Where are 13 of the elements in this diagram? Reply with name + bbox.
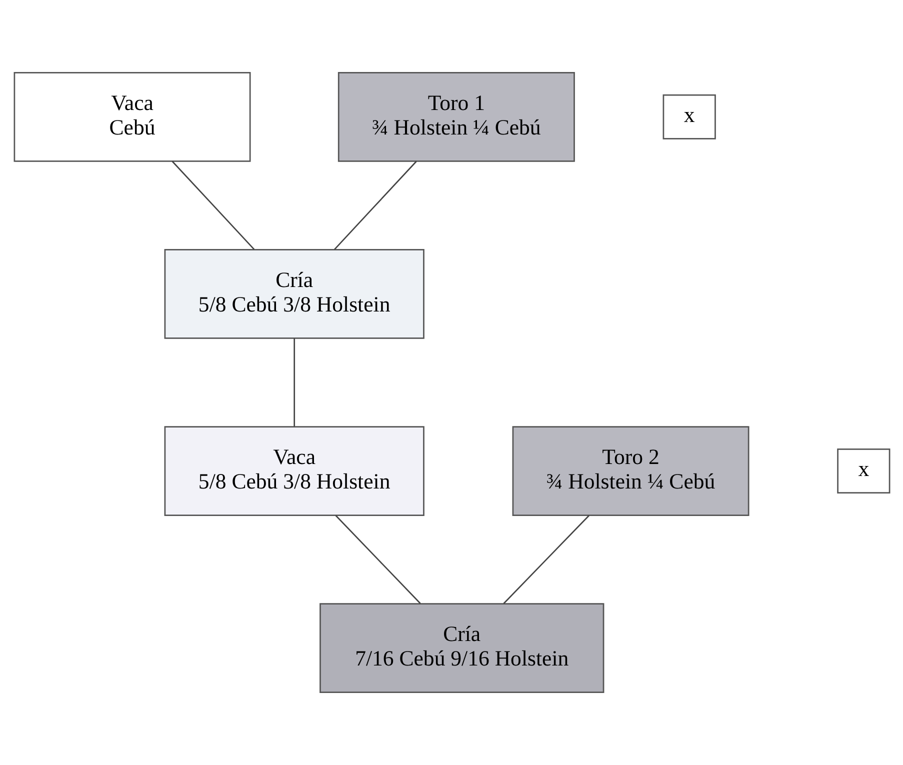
node-box: Cría 5/8 Cebú 3/8 Holstein: [164, 249, 424, 339]
node-box: Cría 7/16 Cebú 9/16 Holstein: [319, 603, 604, 694]
connector: [334, 160, 416, 250]
connector: [293, 338, 295, 426]
node-box: Toro 2 ¾ Holstein ¼ Cebú: [512, 426, 749, 516]
node-box: Vaca 5/8 Cebú 3/8 Holstein: [164, 426, 424, 516]
node-box: x: [836, 448, 890, 494]
node-box: Vaca Cebú: [13, 72, 250, 162]
connector: [334, 515, 420, 604]
connector: [171, 160, 254, 250]
connector: [502, 515, 589, 604]
node-box: Toro 1 ¾ Holstein ¼ Cebú: [337, 72, 574, 162]
node-box: x: [662, 94, 716, 140]
